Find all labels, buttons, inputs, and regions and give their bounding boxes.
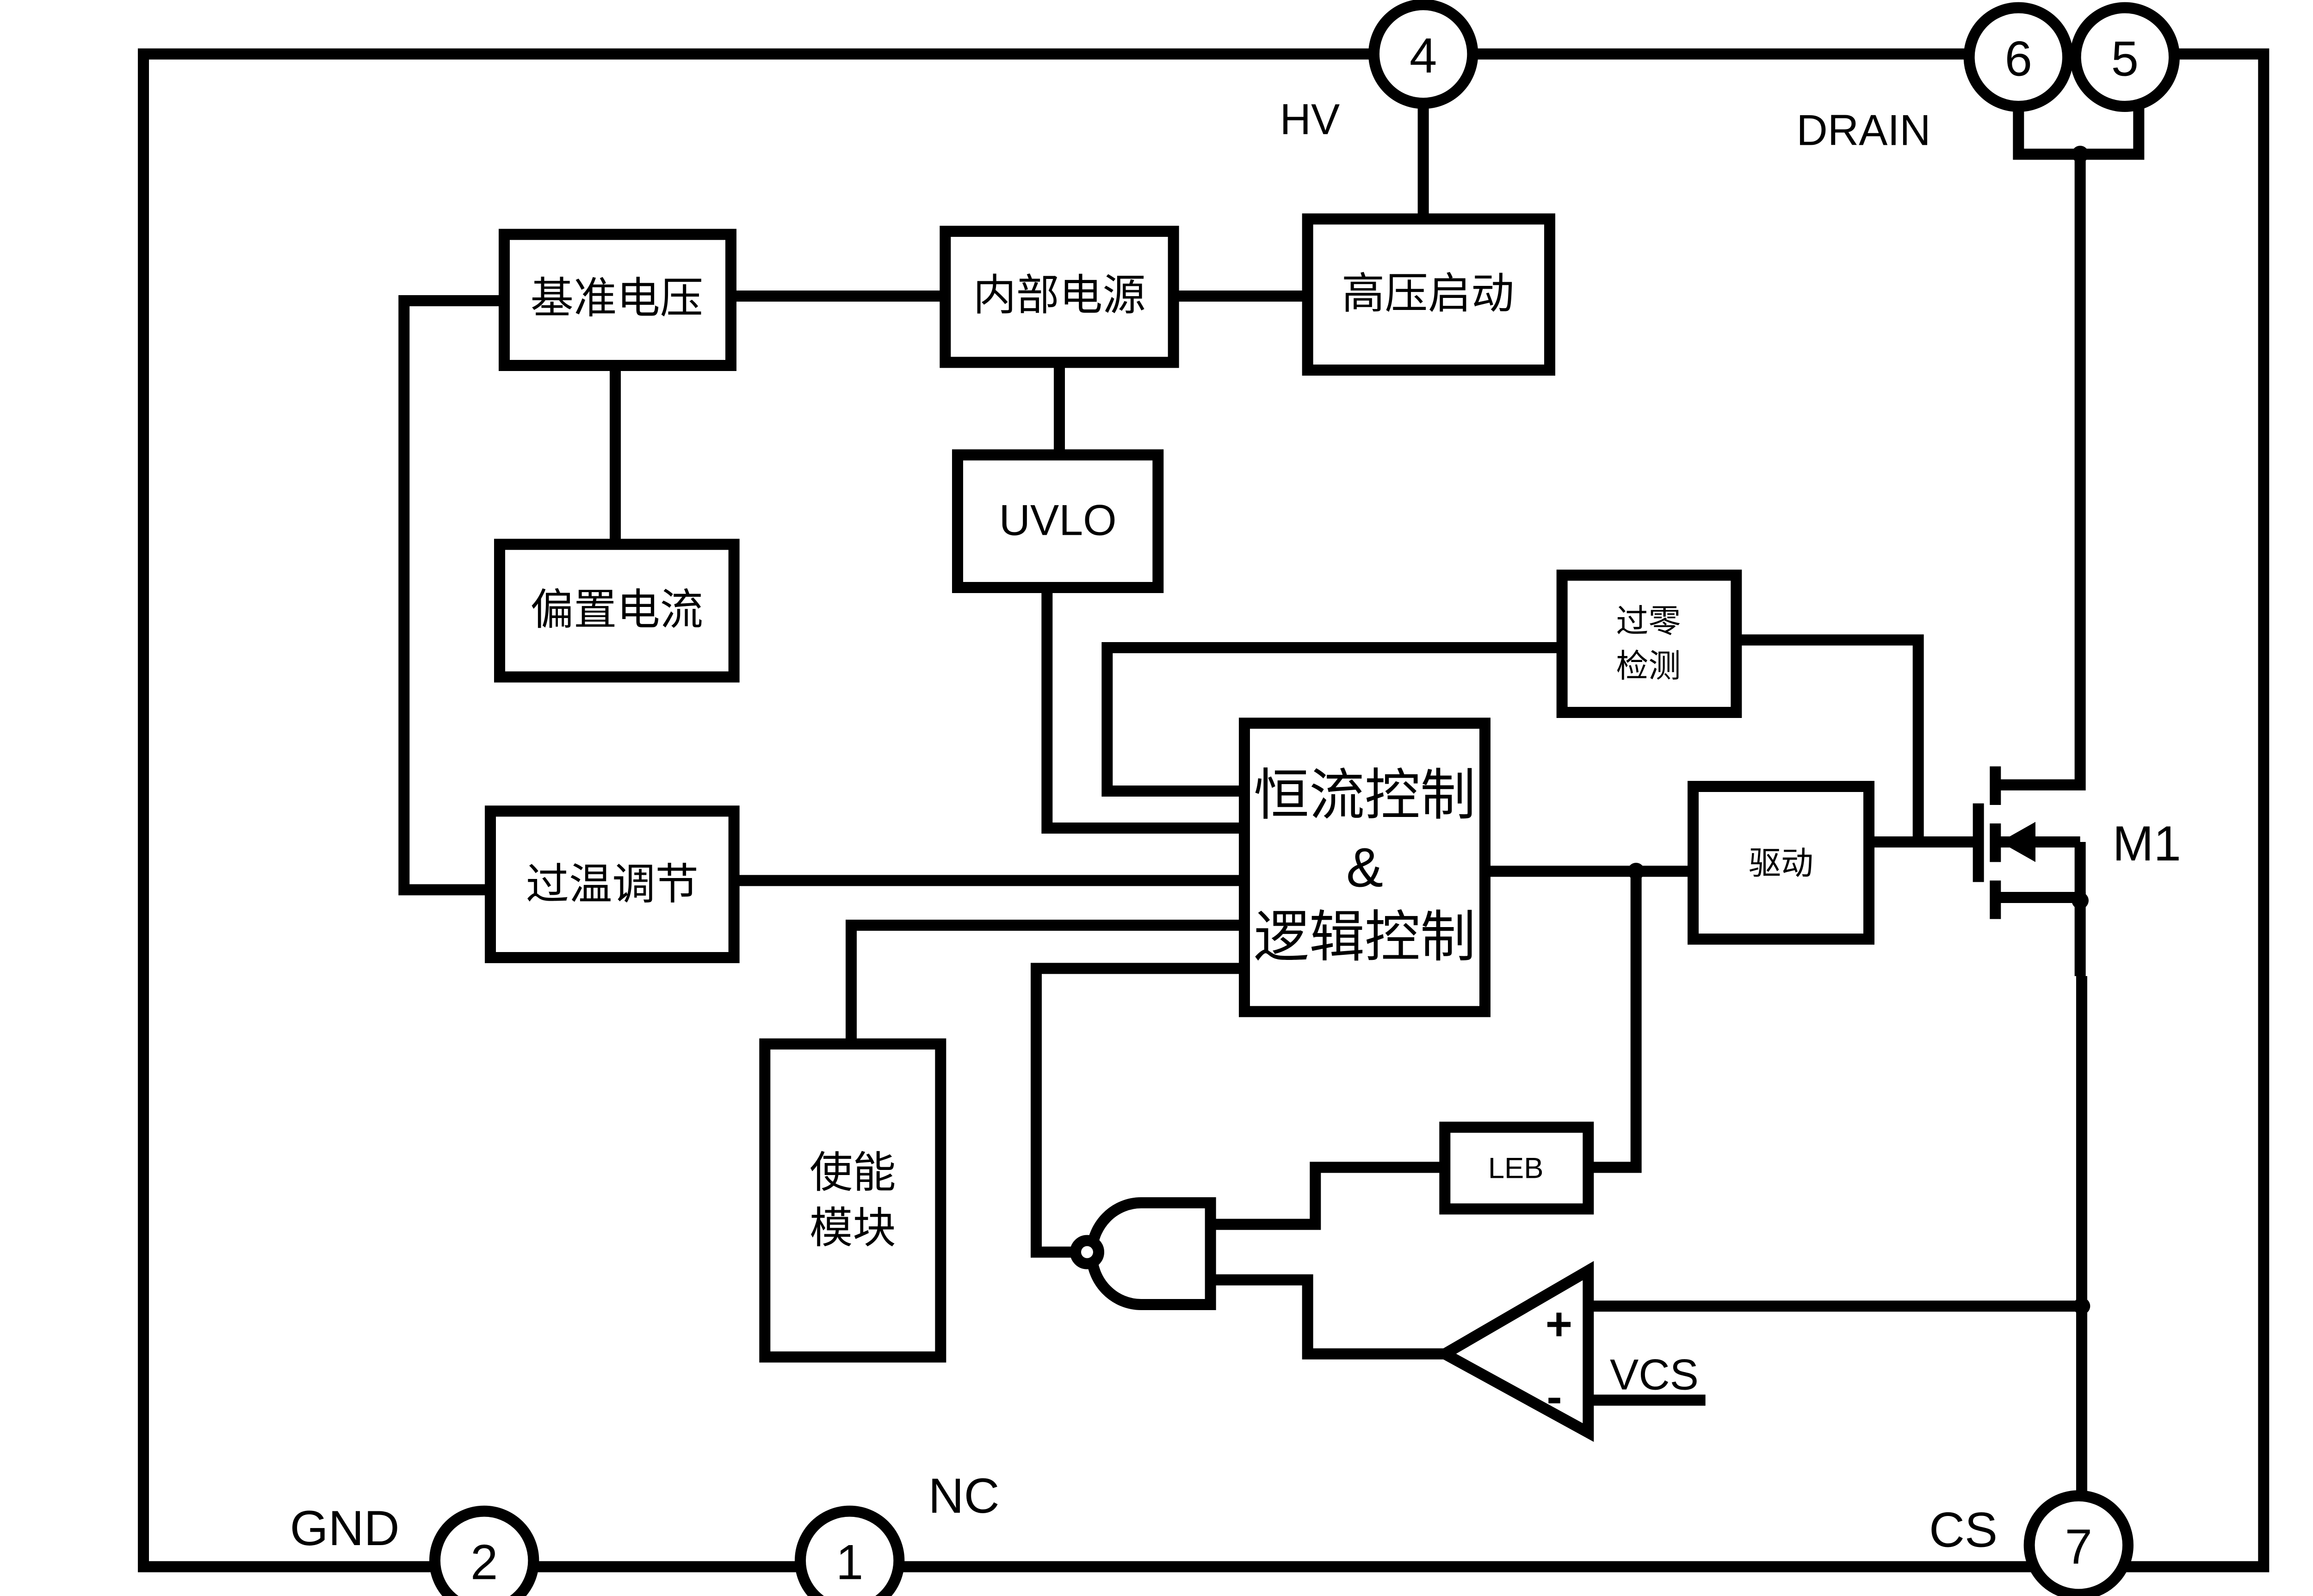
wires — [398, 108, 2145, 1496]
mosfet-arrow-icon — [2000, 822, 2035, 862]
junction-dot — [2072, 892, 2089, 909]
wire-leb-nand — [1212, 1162, 1445, 1230]
comparator-ref-label: VCS — [1610, 1350, 1699, 1398]
block-uvlo: UVLO — [952, 449, 1164, 593]
comparator-minus: - — [1546, 1371, 1562, 1423]
pin-drain-6: 6 — [1963, 2, 2074, 112]
block-driver-label: 驱动 — [1749, 844, 1813, 882]
mosfet-label: M1 — [2113, 816, 2181, 871]
block-bias-current: 偏置电流 — [494, 538, 740, 683]
pin-nc-number: 1 — [836, 1534, 863, 1590]
pin-gnd-number: 2 — [470, 1534, 498, 1590]
pin-hv: 4 HV — [1280, 0, 1478, 143]
block-internal-power: 内部电源 — [940, 226, 1179, 368]
pin-drain-6-number: 6 — [2005, 31, 2032, 86]
wire-node-leb — [1588, 871, 1642, 1173]
block-leb-label: LEB — [1488, 1152, 1544, 1185]
block-zero-cross-label-1: 过零 — [1616, 602, 1681, 640]
block-enable-label-2: 模块 — [810, 1203, 896, 1254]
pin-hv-number: 4 — [1410, 28, 1437, 83]
pin-drain-name: DRAIN — [1796, 106, 1930, 154]
pin-drain-5: 5 DRAIN — [1796, 2, 2180, 154]
pin-nc-name: NC — [928, 1468, 1000, 1523]
block-otp: 过温调节 — [485, 805, 740, 963]
pin-hv-name: HV — [1280, 95, 1340, 143]
block-leb: LEB — [1439, 1121, 1594, 1215]
pin-cs-name: CS — [1929, 1502, 1998, 1557]
inversion-bubble — [1070, 1235, 1104, 1269]
block-otp-label: 过温调节 — [526, 859, 699, 909]
block-uvlo-label: UVLO — [999, 496, 1117, 544]
block-enable: 使能 模块 — [759, 1038, 946, 1363]
junction-dot — [2072, 146, 2089, 163]
block-zero-cross-label-2: 检测 — [1616, 647, 1681, 685]
wire-drain-mos — [2000, 154, 2086, 791]
mosfet-m1: M1 — [1973, 766, 2181, 919]
wire-zcd-gate — [1736, 634, 1924, 842]
comparator-plus: + — [1546, 1299, 1572, 1350]
block-driver: 驱动 — [1688, 781, 1874, 945]
block-reference-voltage-label: 基准电压 — [531, 273, 703, 324]
nand-gate — [1070, 1197, 1216, 1310]
block-enable-label-1: 使能 — [810, 1148, 896, 1198]
pin-nc: 1 NC — [795, 1468, 1000, 1596]
pin-cs: 7 CS — [1929, 1490, 2134, 1596]
pin-gnd: 2 GND — [290, 1500, 539, 1596]
wire-zcd-cc — [1101, 642, 1562, 797]
block-zero-cross-detect: 过零 检测 — [1556, 569, 1742, 718]
comparator: + - VCS — [1433, 1261, 1699, 1442]
wire-uvlo-cc — [1041, 588, 1244, 834]
block-cc-control-label: 恒流控制 — [1254, 763, 1476, 828]
block-cc-logic-control: 恒流控制 & 逻辑控制 — [1239, 718, 1490, 1017]
package-outline — [138, 48, 2270, 1572]
wire-cc-nand — [1031, 963, 1244, 1258]
wire-ref-otp — [398, 295, 504, 896]
wire-enable-cc — [846, 920, 1244, 1044]
block-logic-control-label: 逻辑控制 — [1254, 905, 1476, 970]
pin-cs-number: 7 — [2065, 1519, 2092, 1574]
junction-dot — [1627, 863, 1645, 880]
block-bias-current-label: 偏置电流 — [531, 585, 703, 635]
pin-drain-5-number: 5 — [2111, 31, 2139, 86]
pin-gnd-name: GND — [290, 1500, 400, 1556]
block-hv-startup-label: 高压启动 — [1342, 269, 1514, 319]
block-hv-startup: 高压启动 — [1302, 213, 1555, 376]
wire-comp-nand — [1212, 1274, 1445, 1360]
block-internal-power-label: 内部电源 — [973, 270, 1145, 321]
block-ampersand-label: & — [1346, 837, 1383, 899]
block-reference-voltage: 基准电压 — [499, 229, 736, 371]
wire-mos-source — [2000, 892, 2086, 976]
junction-dot — [2073, 1298, 2090, 1315]
